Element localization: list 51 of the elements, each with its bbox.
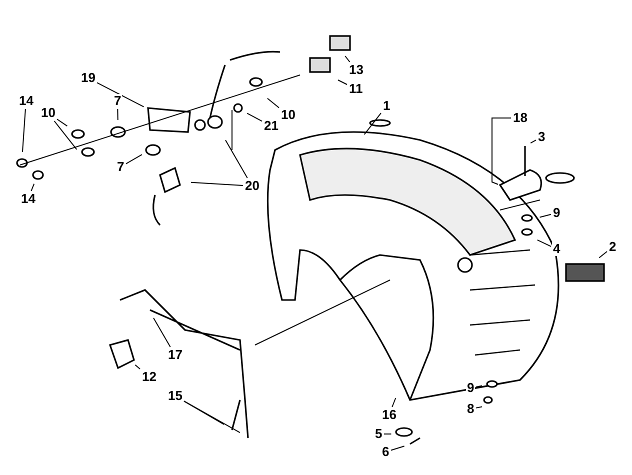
leader-line <box>246 112 262 122</box>
leader-line <box>338 80 348 85</box>
leader-line <box>390 446 405 451</box>
callout-number: 11 <box>348 82 364 96</box>
callout-number: 18 <box>512 111 528 125</box>
callout-number: 7 <box>113 94 122 108</box>
callout-number: 12 <box>141 370 158 384</box>
leader-line <box>30 183 35 192</box>
callout-number: 2 <box>608 240 618 254</box>
leader-line <box>22 108 26 153</box>
leader-line <box>344 56 350 62</box>
callout-number: 21 <box>263 119 280 133</box>
callout-number: 7 <box>116 160 126 174</box>
leader-line <box>184 400 224 425</box>
callout-number: 1 <box>382 99 392 113</box>
callout-number: 10 <box>280 108 296 122</box>
leader-line <box>96 82 144 108</box>
callout-number: 9 <box>552 206 562 220</box>
leader-line <box>492 118 512 185</box>
leader-line <box>153 318 171 348</box>
leader-line <box>392 398 396 408</box>
callout-number: 4 <box>552 242 562 256</box>
leader-line <box>126 154 142 164</box>
callout-number: 14 <box>20 192 36 206</box>
leader-line <box>266 98 280 108</box>
leader-line <box>539 214 552 218</box>
leader-line <box>476 385 482 388</box>
callout-number: 20 <box>244 179 260 193</box>
leader-line <box>190 182 244 186</box>
callout-number: 13 <box>348 63 364 77</box>
callout-number: 5 <box>374 427 384 441</box>
callout-number: 9 <box>466 381 476 395</box>
leader-line <box>134 364 140 370</box>
callout-number: 6 <box>381 445 390 459</box>
leader-line <box>530 140 536 144</box>
callout-number: 19 <box>80 71 96 85</box>
leader-line <box>56 118 68 127</box>
leader-line <box>117 108 118 120</box>
callout-number: 16 <box>381 408 398 422</box>
leader-line <box>54 120 78 150</box>
callout-number: 15 <box>167 389 184 403</box>
callout-number: 3 <box>537 130 546 144</box>
callout-number: 17 <box>167 348 184 362</box>
leader-line <box>225 140 248 178</box>
leader-line <box>598 250 608 258</box>
leader-line <box>476 406 482 408</box>
callout-number: 14 <box>18 94 34 108</box>
callout-number: 8 <box>466 402 476 416</box>
callout-number: 10 <box>40 106 56 120</box>
leader-line <box>184 400 240 434</box>
leader-line <box>536 239 552 247</box>
